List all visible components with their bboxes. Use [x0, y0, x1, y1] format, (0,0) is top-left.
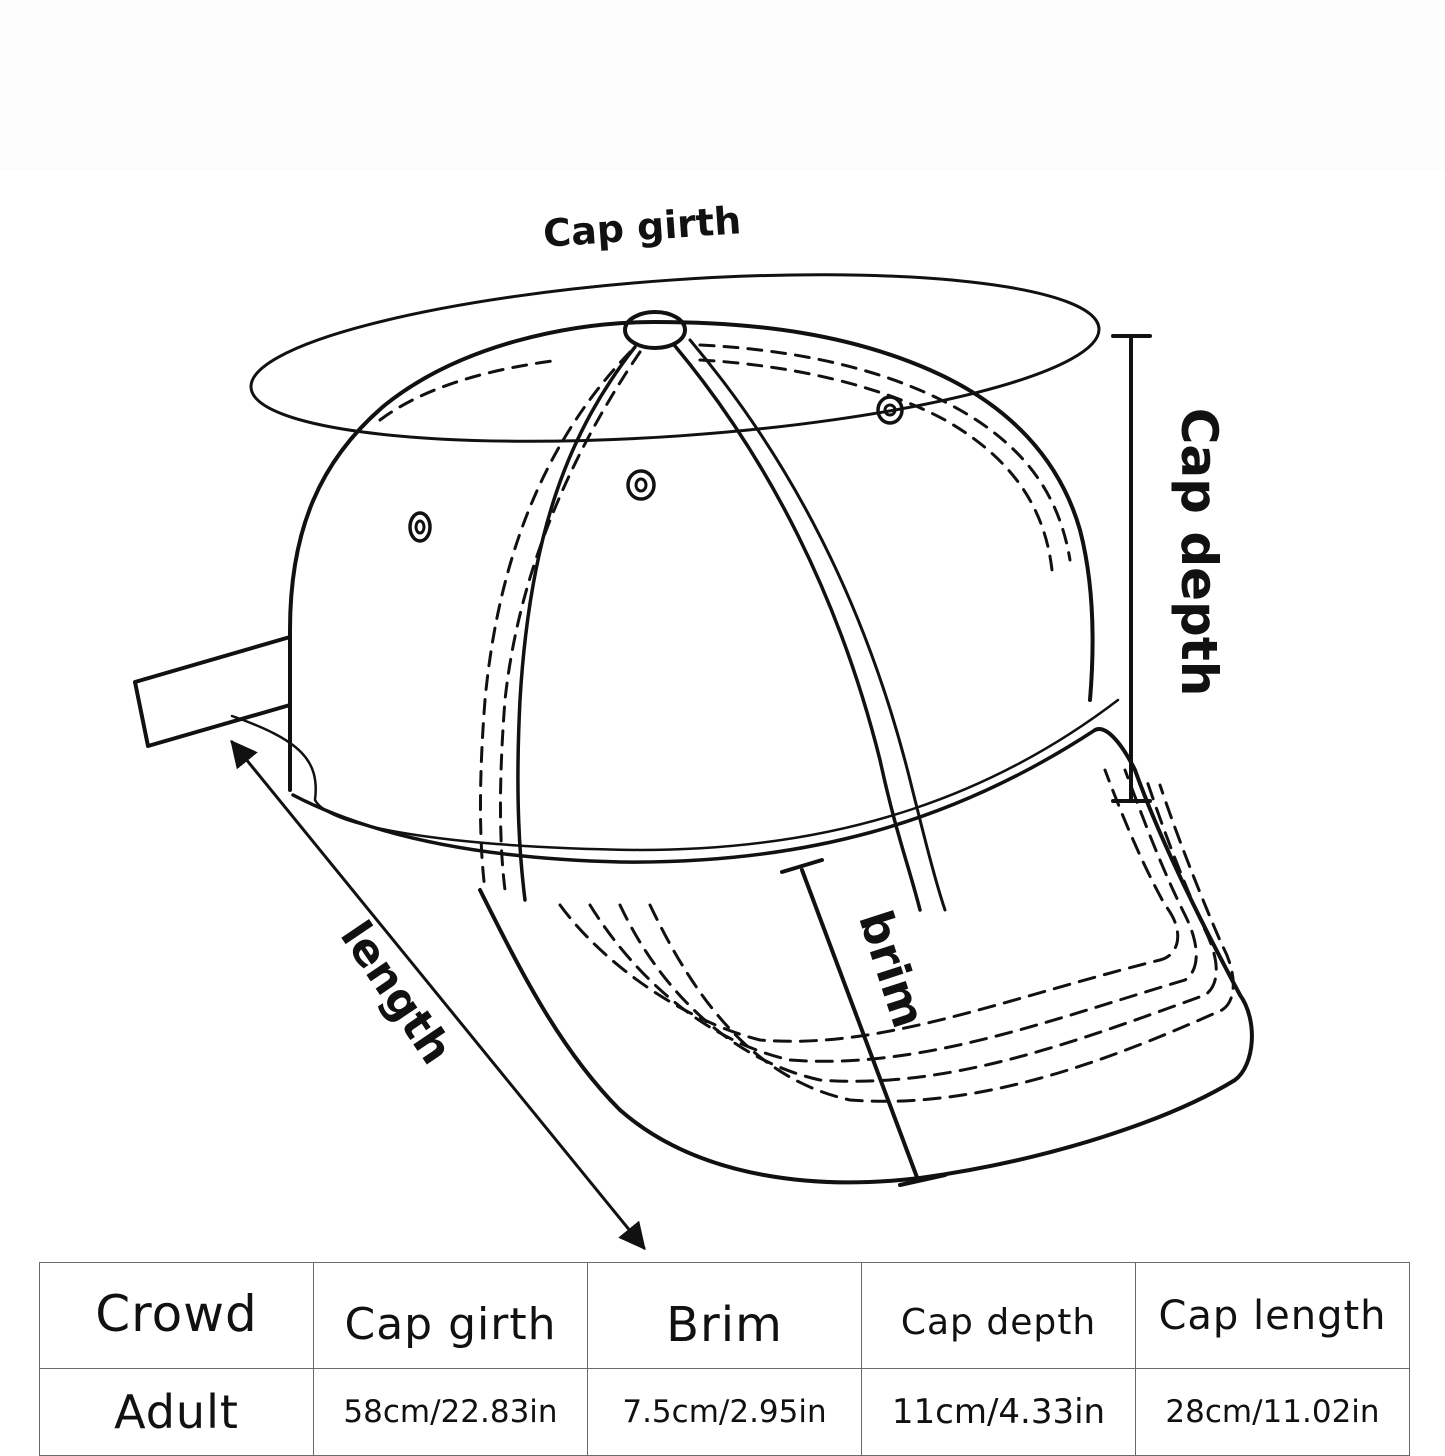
stitch-back	[378, 358, 562, 422]
cap-measurement-diagram: Cap girth Cap depth brim length	[133, 198, 1254, 1251]
eyelet-2-inner	[634, 477, 648, 493]
cap-girth-ellipse	[249, 273, 1101, 443]
headband-upper	[230, 698, 1120, 852]
length-arrow	[230, 739, 646, 1251]
header-brim: Brim	[587, 1262, 862, 1369]
cap-depth-label: Cap depth	[1170, 408, 1228, 697]
brim-cap-bottom	[898, 1173, 947, 1187]
header-cap-depth: Cap depth	[861, 1262, 1136, 1369]
brim-stitch-3	[618, 773, 1218, 1083]
stitch-crown-front	[698, 343, 1072, 562]
header-crowd: Crowd	[39, 1262, 314, 1369]
size-table: Crowd Cap girth Brim Cap depth Cap lengt…	[39, 1262, 1410, 1456]
header-cap-girth: Cap girth	[313, 1262, 588, 1369]
brim-label: brim	[848, 904, 936, 1034]
eyelet-1	[408, 511, 432, 543]
header-cap-length: Cap length	[1135, 1262, 1410, 1369]
cell-cap-girth: 58cm/22.83in	[313, 1368, 588, 1456]
seam-front-left	[516, 345, 637, 902]
cap-crown	[288, 320, 1095, 702]
table-row: Adult 58cm/22.83in 7.5cm/2.95in 11cm/4.3…	[39, 1368, 1410, 1456]
length-label: length	[330, 912, 462, 1073]
brim-stitch-4	[648, 783, 1235, 1103]
table-header-row: Crowd Cap girth Brim Cap depth Cap lengt…	[39, 1262, 1410, 1369]
top-background-band	[0, 0, 1445, 170]
eyelet-2	[626, 469, 656, 501]
eyelet-1-inner	[414, 519, 426, 535]
seam-front-right-2	[688, 338, 947, 912]
back-strap	[133, 635, 292, 748]
headband-lower	[291, 728, 1097, 864]
cell-crowd: Adult	[39, 1368, 314, 1456]
stitch-left-a	[478, 350, 632, 892]
top-button	[623, 310, 687, 350]
brim-cap-top	[780, 858, 824, 874]
cell-brim: 7.5cm/2.95in	[587, 1368, 862, 1456]
cell-cap-length: 28cm/11.02in	[1135, 1368, 1410, 1456]
stitch-crown-front-2	[698, 358, 1054, 572]
stitch-left-b	[498, 350, 642, 892]
brim-stitch-1	[558, 768, 1180, 1043]
cell-cap-depth: 11cm/4.33in	[861, 1368, 1136, 1456]
cap-girth-label: Cap girth	[542, 198, 743, 256]
seam-front-right	[673, 344, 922, 912]
brim-line	[800, 868, 920, 1182]
brim-stitch-2	[588, 768, 1198, 1063]
